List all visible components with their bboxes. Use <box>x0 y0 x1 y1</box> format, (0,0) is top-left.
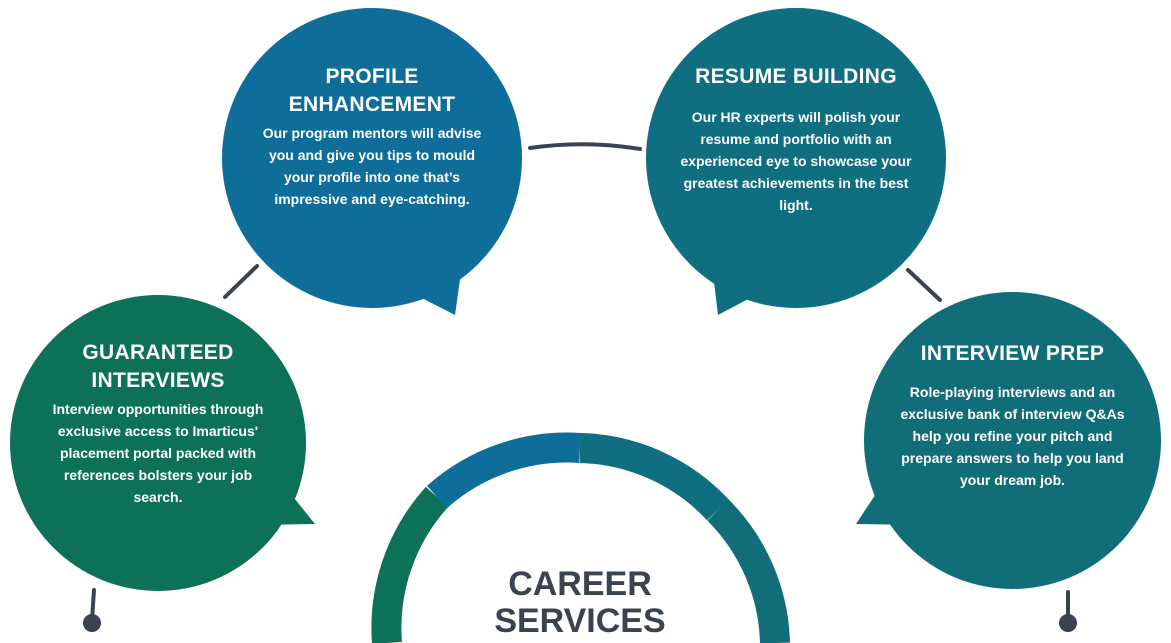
guaranteed-text: Interview opportunities through exclusiv… <box>52 401 264 505</box>
connector-left <box>223 264 259 299</box>
pin-dot-right <box>1059 614 1077 632</box>
bubble-interview-prep: INTERVIEW PREP Role-playing interviews a… <box>864 292 1161 589</box>
ring-segment-teal <box>579 433 729 521</box>
resume-text: Our HR experts will polish your resume a… <box>680 109 912 213</box>
connector-right <box>906 268 942 302</box>
ring-segment-blue <box>427 432 582 509</box>
ring-segment-teal-dark <box>707 499 790 643</box>
center-title-line2: SERVICES <box>494 602 666 640</box>
connector-top <box>528 142 642 151</box>
ring-segment-green <box>371 486 449 643</box>
interview-title: INTERVIEW PREP <box>920 342 1105 365</box>
bubble-profile-enhancement: PROFILE ENHANCEMENT Our program mentors … <box>222 8 522 308</box>
profile-text: Our program mentors will advise you and … <box>262 125 482 207</box>
bubble-guaranteed-interviews: GUARANTEED INTERVIEWS Interview opportun… <box>10 295 306 591</box>
profile-title: PROFILE ENHANCEMENT <box>288 65 456 116</box>
center-title: CAREER SERVICES <box>470 566 690 640</box>
interview-text: Role-playing interviews and an exclusive… <box>900 384 1125 488</box>
bubble-resume-building: RESUME BUILDING Our HR experts will poli… <box>646 8 946 308</box>
center-title-line1: CAREER <box>508 565 652 603</box>
pin-dot-left <box>83 614 101 632</box>
resume-title: RESUME BUILDING <box>695 65 897 88</box>
guaranteed-title: GUARANTEED INTERVIEWS <box>82 341 234 392</box>
